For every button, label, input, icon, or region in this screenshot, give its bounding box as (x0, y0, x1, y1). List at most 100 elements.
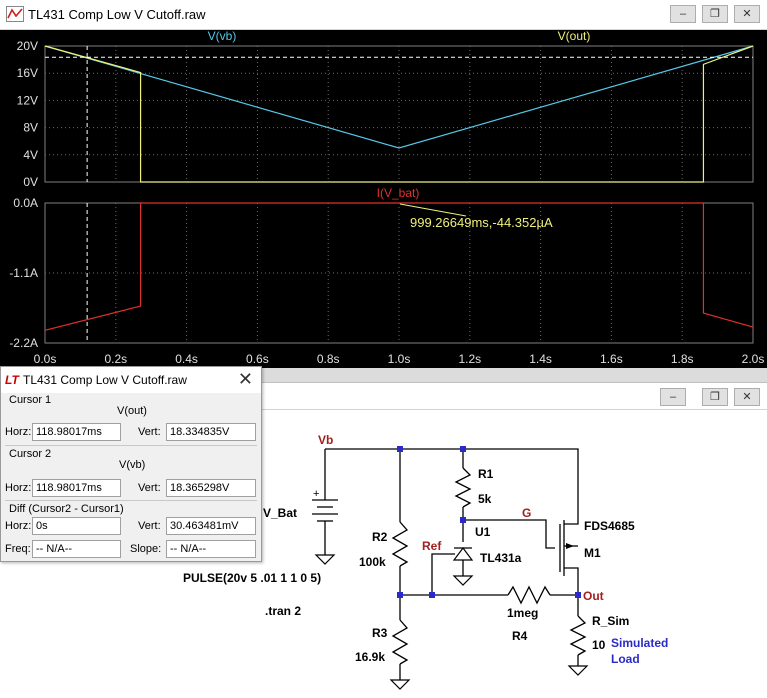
r3-label[interactable]: R3 (372, 626, 388, 640)
cursor1-vert-field[interactable]: 18.334835V (166, 423, 256, 441)
cursor1-horz-field[interactable]: 118.98017ms (32, 423, 121, 441)
diff-vert-field[interactable]: 30.463481mV (166, 517, 256, 535)
annotation-arrow (399, 203, 467, 217)
y-tick-label: 0.0A (13, 196, 38, 210)
r1-value[interactable]: 5k (478, 492, 492, 506)
cursor2-vert-label: Vert: (138, 482, 161, 494)
u1-label[interactable]: U1 (475, 525, 491, 539)
cursor2-trace: V(vb) (119, 459, 146, 471)
net-label-g[interactable]: G (522, 506, 531, 520)
battery-plus-sign: + (313, 488, 319, 500)
restore-button[interactable]: ❐ (702, 5, 728, 23)
x-tick-label: 2.0s (742, 352, 765, 366)
trace-v-out (44, 45, 754, 183)
diff-vert-label: Vert: (138, 520, 161, 532)
close-button[interactable]: ✕ (734, 5, 760, 23)
x-tick-label: 0.2s (104, 352, 127, 366)
r3-value[interactable]: 16.9k (355, 650, 385, 664)
net-label-out[interactable]: Out (583, 589, 604, 603)
schematic-minimize-button[interactable]: – (660, 388, 686, 406)
x-tick-label: 1.4s (529, 352, 552, 366)
cursor-dialog-title: TL431 Comp Low V Cutoff.raw (23, 373, 187, 387)
cursor2-vert-field[interactable]: 18.365298V (166, 479, 256, 497)
r4-value[interactable]: 1meg (507, 606, 538, 620)
y-tick-label: 4V (23, 148, 38, 162)
u1-part[interactable]: TL431a (480, 551, 522, 565)
x-tick-label: 1.6s (600, 352, 623, 366)
diff-slope-field[interactable]: -- N/A-- (166, 540, 256, 558)
vbat-label[interactable]: V_Bat (263, 506, 297, 520)
net-label-ref[interactable]: Ref (422, 539, 442, 553)
y-tick-label: 12V (17, 93, 38, 107)
cursor2-horz-field[interactable]: 118.98017ms (32, 479, 121, 497)
cursor1-header: Cursor 1 (9, 394, 52, 406)
r1-label[interactable]: R1 (478, 467, 494, 481)
vout-trace-label[interactable]: V(out) (558, 30, 591, 43)
minimize-button[interactable]: – (670, 5, 696, 23)
cursor1-vert-label: Vert: (138, 426, 161, 438)
cursor-dialog: LT TL431 Comp Low V Cutoff.raw ✕ Cursor … (0, 366, 262, 562)
x-tick-label: 1.0s (388, 352, 411, 366)
y-tick-label: -2.2A (9, 336, 38, 350)
cursor-dialog-title-bar: LT TL431 Comp Low V Cutoff.raw ✕ (1, 367, 261, 393)
plot-traces (44, 45, 754, 331)
annotation-text: 999.26649ms,-44.352µA (410, 215, 553, 230)
schematic-title-bar: – ❐ ✕ (260, 382, 767, 410)
pulse-spec-label[interactable]: PULSE(20v 5 .01 1 1 0 5) (183, 571, 321, 585)
r2-label[interactable]: R2 (372, 530, 388, 544)
ibat-trace-label[interactable]: I(V_bat) (377, 186, 420, 200)
rsim-label[interactable]: R_Sim (592, 614, 629, 628)
plot-cursors[interactable] (45, 46, 753, 343)
diff-header: Diff (Cursor2 - Cursor1) (9, 503, 124, 515)
x-tick-label: 1.8s (671, 352, 694, 366)
junction-dots (397, 446, 581, 598)
x-tick-label: 1.2s (458, 352, 481, 366)
net-label-vb[interactable]: Vb (318, 433, 333, 447)
diff-horz-field[interactable]: 0s (32, 517, 121, 535)
trace-i-v-bat (44, 202, 754, 331)
cursor1-horz-label: Horz: (5, 426, 32, 438)
diff-slope-label: Slope: (130, 543, 162, 555)
waveform-plot[interactable]: 20V 16V 12V 8V 4V 0V 0.0A -1.1A -2.2A 0.0s 0.2s 0… (0, 30, 767, 368)
window-title: TL431 Comp Low V Cutoff.raw (28, 7, 206, 22)
x-tick-label: 0.6s (246, 352, 269, 366)
y-tick-label: 8V (23, 121, 38, 135)
cursor-dialog-close-icon[interactable]: ✕ (237, 369, 253, 389)
top-y-ticks: 20V 16V 12V 8V 4V 0V (17, 39, 38, 189)
vb-trace-label[interactable]: V(vb) (208, 30, 237, 43)
bottom-y-ticks: 0.0A -1.1A -2.2A (9, 196, 38, 350)
cursor2-header: Cursor 2 (9, 448, 52, 460)
r4-label[interactable]: R4 (512, 629, 528, 643)
schematic-close-button[interactable]: ✕ (734, 388, 760, 406)
plot-grid (45, 46, 753, 343)
m1-label[interactable]: M1 (584, 546, 601, 560)
y-tick-label: -1.1A (9, 266, 38, 280)
cursor1-trace: V(out) (117, 405, 147, 417)
simulated-load-comment-line1[interactable]: Simulated (611, 636, 668, 650)
schematic-labels: Vb + V_Bat PULSE(20v 5 .01 1 1 0 5) .tra… (183, 433, 668, 666)
x-tick-label: 0.0s (34, 352, 57, 366)
diff-freq-field[interactable]: -- N/A-- (32, 540, 121, 558)
cursor2-horz-label: Horz: (5, 482, 32, 494)
schematic-restore-button[interactable]: ❐ (702, 388, 728, 406)
cursor-dialog-separator-2 (5, 500, 257, 501)
diff-freq-label: Freq: (5, 543, 31, 555)
trace-v-vb (44, 45, 754, 149)
ltspice-logo-icon: LT (5, 373, 19, 387)
y-tick-label: 16V (17, 66, 38, 80)
x-tick-label: 0.8s (317, 352, 340, 366)
tran-directive[interactable]: .tran 2 (265, 604, 301, 618)
y-tick-label: 0V (23, 175, 38, 189)
simulated-load-comment-line2[interactable]: Load (611, 652, 640, 666)
y-tick-label: 20V (17, 39, 38, 53)
schematic-symbols (314, 543, 589, 690)
rsim-value[interactable]: 10 (592, 638, 606, 652)
diff-horz-label: Horz: (5, 520, 32, 532)
plot-background (0, 30, 767, 368)
waveform-title-bar: TL431 Comp Low V Cutoff.raw – ❐ ✕ (0, 0, 767, 30)
m1-part[interactable]: FDS4685 (584, 519, 635, 533)
r2-value[interactable]: 100k (359, 555, 386, 569)
waveform-window-icon (6, 6, 24, 22)
